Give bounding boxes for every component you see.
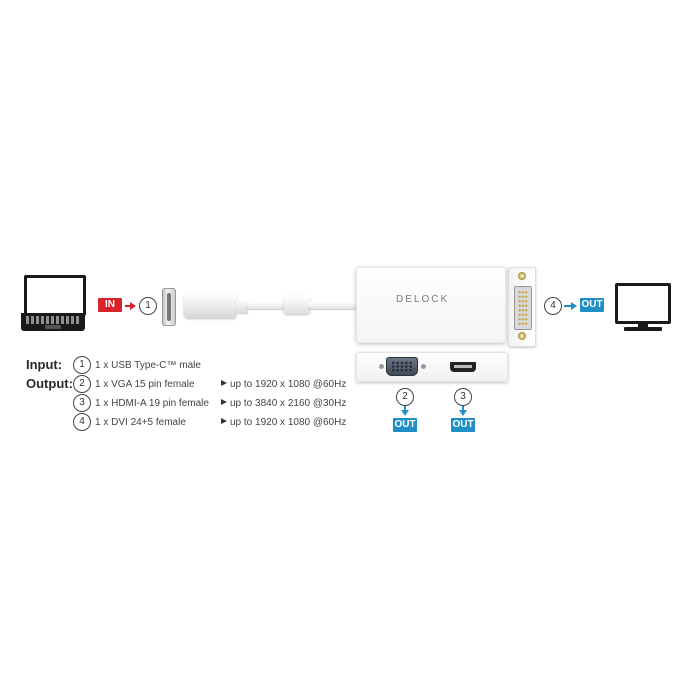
brand-logo: DELOCK — [396, 294, 450, 305]
out-arrow-stem — [564, 305, 572, 307]
vga-port — [386, 357, 418, 376]
callout-3: 3 — [454, 388, 472, 406]
screw-icon — [518, 272, 526, 280]
laptop-icon — [24, 275, 86, 316]
dvi-port-face — [508, 267, 536, 347]
spec-num: 3 — [73, 394, 91, 412]
output-heading: Output: — [26, 376, 73, 391]
cable-segment — [308, 302, 358, 309]
monitor-stand — [638, 321, 648, 327]
usb-c-connector — [184, 294, 236, 318]
screw-icon — [518, 332, 526, 340]
out-arrow-stem — [462, 406, 464, 411]
ferrite-core — [284, 296, 310, 314]
spec-resolution: up to 1920 x 1080 @60Hz — [230, 379, 347, 390]
down-arrow-icon — [459, 410, 467, 416]
spec-num: 1 — [73, 356, 91, 374]
spec-resolution: up to 3840 x 2160 @30Hz — [230, 398, 347, 409]
screw-icon — [379, 364, 384, 369]
bullet-triangle-icon — [221, 380, 227, 386]
bullet-triangle-icon — [221, 418, 227, 424]
in-tag: IN — [98, 298, 122, 312]
spec-input-text: 1 x USB Type-C™ male — [95, 360, 201, 371]
out-tag-dvi: OUT — [580, 298, 604, 312]
down-arrow-icon — [401, 410, 409, 416]
spec-num: 2 — [73, 375, 91, 393]
monitor-base — [624, 327, 662, 331]
out-arrow-icon — [571, 302, 577, 310]
spec-output-text: 1 x HDMI-A 19 pin female — [95, 398, 209, 409]
input-heading: Input: — [26, 357, 63, 372]
out-tag-vga: OUT — [393, 418, 417, 432]
dvi-port — [514, 286, 532, 330]
out-arrow-stem — [404, 406, 406, 411]
in-arrow-stem — [125, 305, 131, 307]
callout-4: 4 — [544, 297, 562, 315]
hdmi-port — [450, 362, 476, 372]
usb-c-strain-relief — [236, 299, 248, 313]
spec-resolution: up to 1920 x 1080 @60Hz — [230, 417, 347, 428]
screw-icon — [421, 364, 426, 369]
usb-c-plug-tip — [162, 288, 176, 326]
in-arrow-icon — [130, 302, 136, 310]
out-tag-hdmi: OUT — [451, 418, 475, 432]
callout-1: 1 — [139, 297, 157, 315]
laptop-keyboard — [21, 313, 85, 331]
spec-output-text: 1 x VGA 15 pin female — [95, 379, 195, 390]
spec-output-text: 1 x DVI 24+5 female — [95, 417, 186, 428]
cable-segment — [246, 302, 286, 309]
bullet-triangle-icon — [221, 399, 227, 405]
callout-2: 2 — [396, 388, 414, 406]
spec-num: 4 — [73, 413, 91, 431]
adapter-body — [356, 267, 506, 343]
monitor-icon — [615, 283, 671, 324]
